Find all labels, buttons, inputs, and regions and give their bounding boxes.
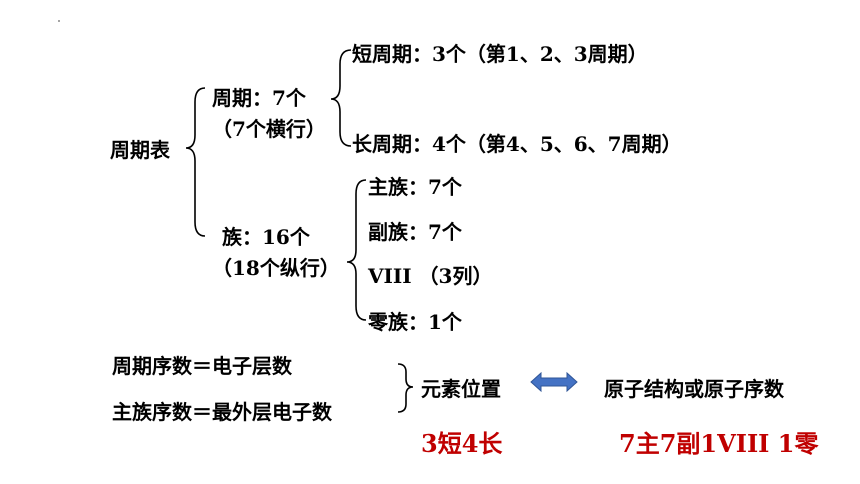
atomic-structure-label: 原子结构或原子序数: [604, 377, 784, 401]
short-period-label: 短周期：3个（第1、2、3周期）: [352, 42, 648, 66]
group-mnemonic: 7主7副1VIII 1零: [619, 429, 819, 458]
decorative-dot: [58, 20, 60, 22]
root-brace: [185, 87, 206, 237]
main-group-rule: 主族序数＝最外层电子数: [112, 400, 332, 424]
period-brace: [330, 49, 352, 147]
element-position-label: 元素位置: [421, 377, 501, 401]
main-group-label: 主族：7个: [368, 175, 462, 199]
sub-group-label: 副族：7个: [368, 220, 462, 244]
double-arrow-icon: [530, 371, 578, 393]
period-label: 周期：7个: [212, 86, 306, 110]
viii-group-label: VIII （3列）: [368, 264, 493, 288]
group-label: 族：16个: [222, 225, 310, 249]
long-period-label: 长周期：4个（第4、5、6、7周期）: [352, 132, 682, 156]
group-brace: [346, 179, 367, 321]
period-mnemonic: 3短4长: [421, 429, 503, 458]
period-rule: 周期序数＝电子层数: [112, 354, 292, 378]
zero-group-label: 零族：1个: [368, 310, 462, 334]
relation-brace: [397, 363, 414, 413]
root-label: 周期表: [110, 138, 170, 162]
period-sub-label: （7个横行）: [212, 117, 326, 141]
group-sub-label: （18个纵行）: [212, 256, 340, 280]
